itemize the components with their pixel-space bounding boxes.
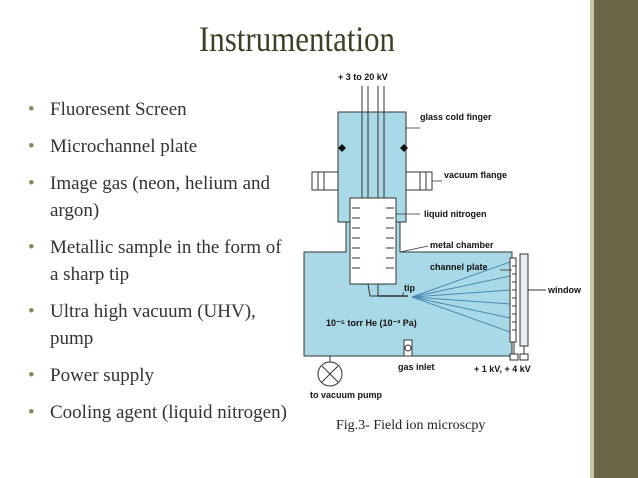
bullet-dot: •: [28, 402, 35, 423]
label-metal-chamber: metal chamber: [430, 240, 494, 250]
label-glass-cold-finger: glass cold finger: [420, 112, 492, 122]
bullet-list: •Fluoresent Screen •Microchannel plate •…: [28, 96, 288, 436]
label-window: window: [547, 285, 582, 295]
slide-title: Instrumentation: [198, 19, 396, 59]
bullet-item: •Metallic sample in the form of a sharp …: [28, 234, 288, 288]
label-tip: tip: [404, 283, 415, 293]
ion-rays: [411, 261, 511, 333]
label-to-vacuum-pump: to vacuum pump: [310, 390, 383, 400]
liquid-nitrogen-dashes: [352, 207, 394, 269]
side-bar: [594, 0, 638, 478]
bullet-item: •Microchannel plate: [28, 133, 288, 160]
side-divider: [590, 0, 594, 478]
vacuum-flange-right: [405, 171, 433, 191]
bullet-dot: •: [28, 301, 35, 322]
label-voltage-bottom: + 1 kV, + 4 kV: [474, 364, 531, 374]
bullet-item: •Cooling agent (liquid nitrogen): [28, 399, 288, 426]
bullet-item: •Image gas (neon, helium and argon): [28, 170, 288, 224]
channel-plate-ticks: [512, 265, 516, 331]
label-voltage-top: + 3 to 20 kV: [338, 72, 388, 82]
bullet-dot: •: [28, 99, 35, 120]
hv-leads: [509, 342, 529, 361]
bullet-dot: •: [28, 136, 35, 157]
phosphor-screen-window: [519, 253, 529, 347]
label-liquid-nitrogen: liquid nitrogen: [424, 209, 487, 219]
label-pressure: 10⁻⁵ torr He (10⁻³ Pa): [326, 318, 417, 328]
bullet-dot: •: [28, 237, 35, 258]
bullet-item: •Ultra high vacuum (UHV), pump: [28, 298, 288, 352]
feedthrough-right: [400, 144, 408, 152]
vacuum-pump: [317, 356, 343, 387]
vacuum-flange-left: [311, 171, 339, 191]
leader-lines: [396, 127, 512, 297]
label-vacuum-flange: vacuum flange: [444, 170, 507, 180]
bullet-item: •Fluoresent Screen: [28, 96, 288, 123]
glass-cold-finger-outer: [337, 111, 407, 223]
sample-tip: [367, 283, 379, 297]
bullet-item: •Power supply: [28, 362, 288, 389]
slide-background: [0, 0, 594, 478]
channel-plate: [509, 257, 517, 343]
figure-caption: Fig.3- Field ion microscpy: [336, 418, 486, 433]
gas-inlet-valve: [403, 339, 413, 357]
liquid-nitrogen-reservoir: [349, 197, 397, 285]
label-gas-inlet: gas inlet: [398, 362, 435, 372]
feedthrough-left: [338, 144, 346, 152]
bullet-dot: •: [28, 365, 35, 386]
bullet-dot: •: [28, 173, 35, 194]
label-channel-plate: channel plate: [430, 262, 488, 272]
